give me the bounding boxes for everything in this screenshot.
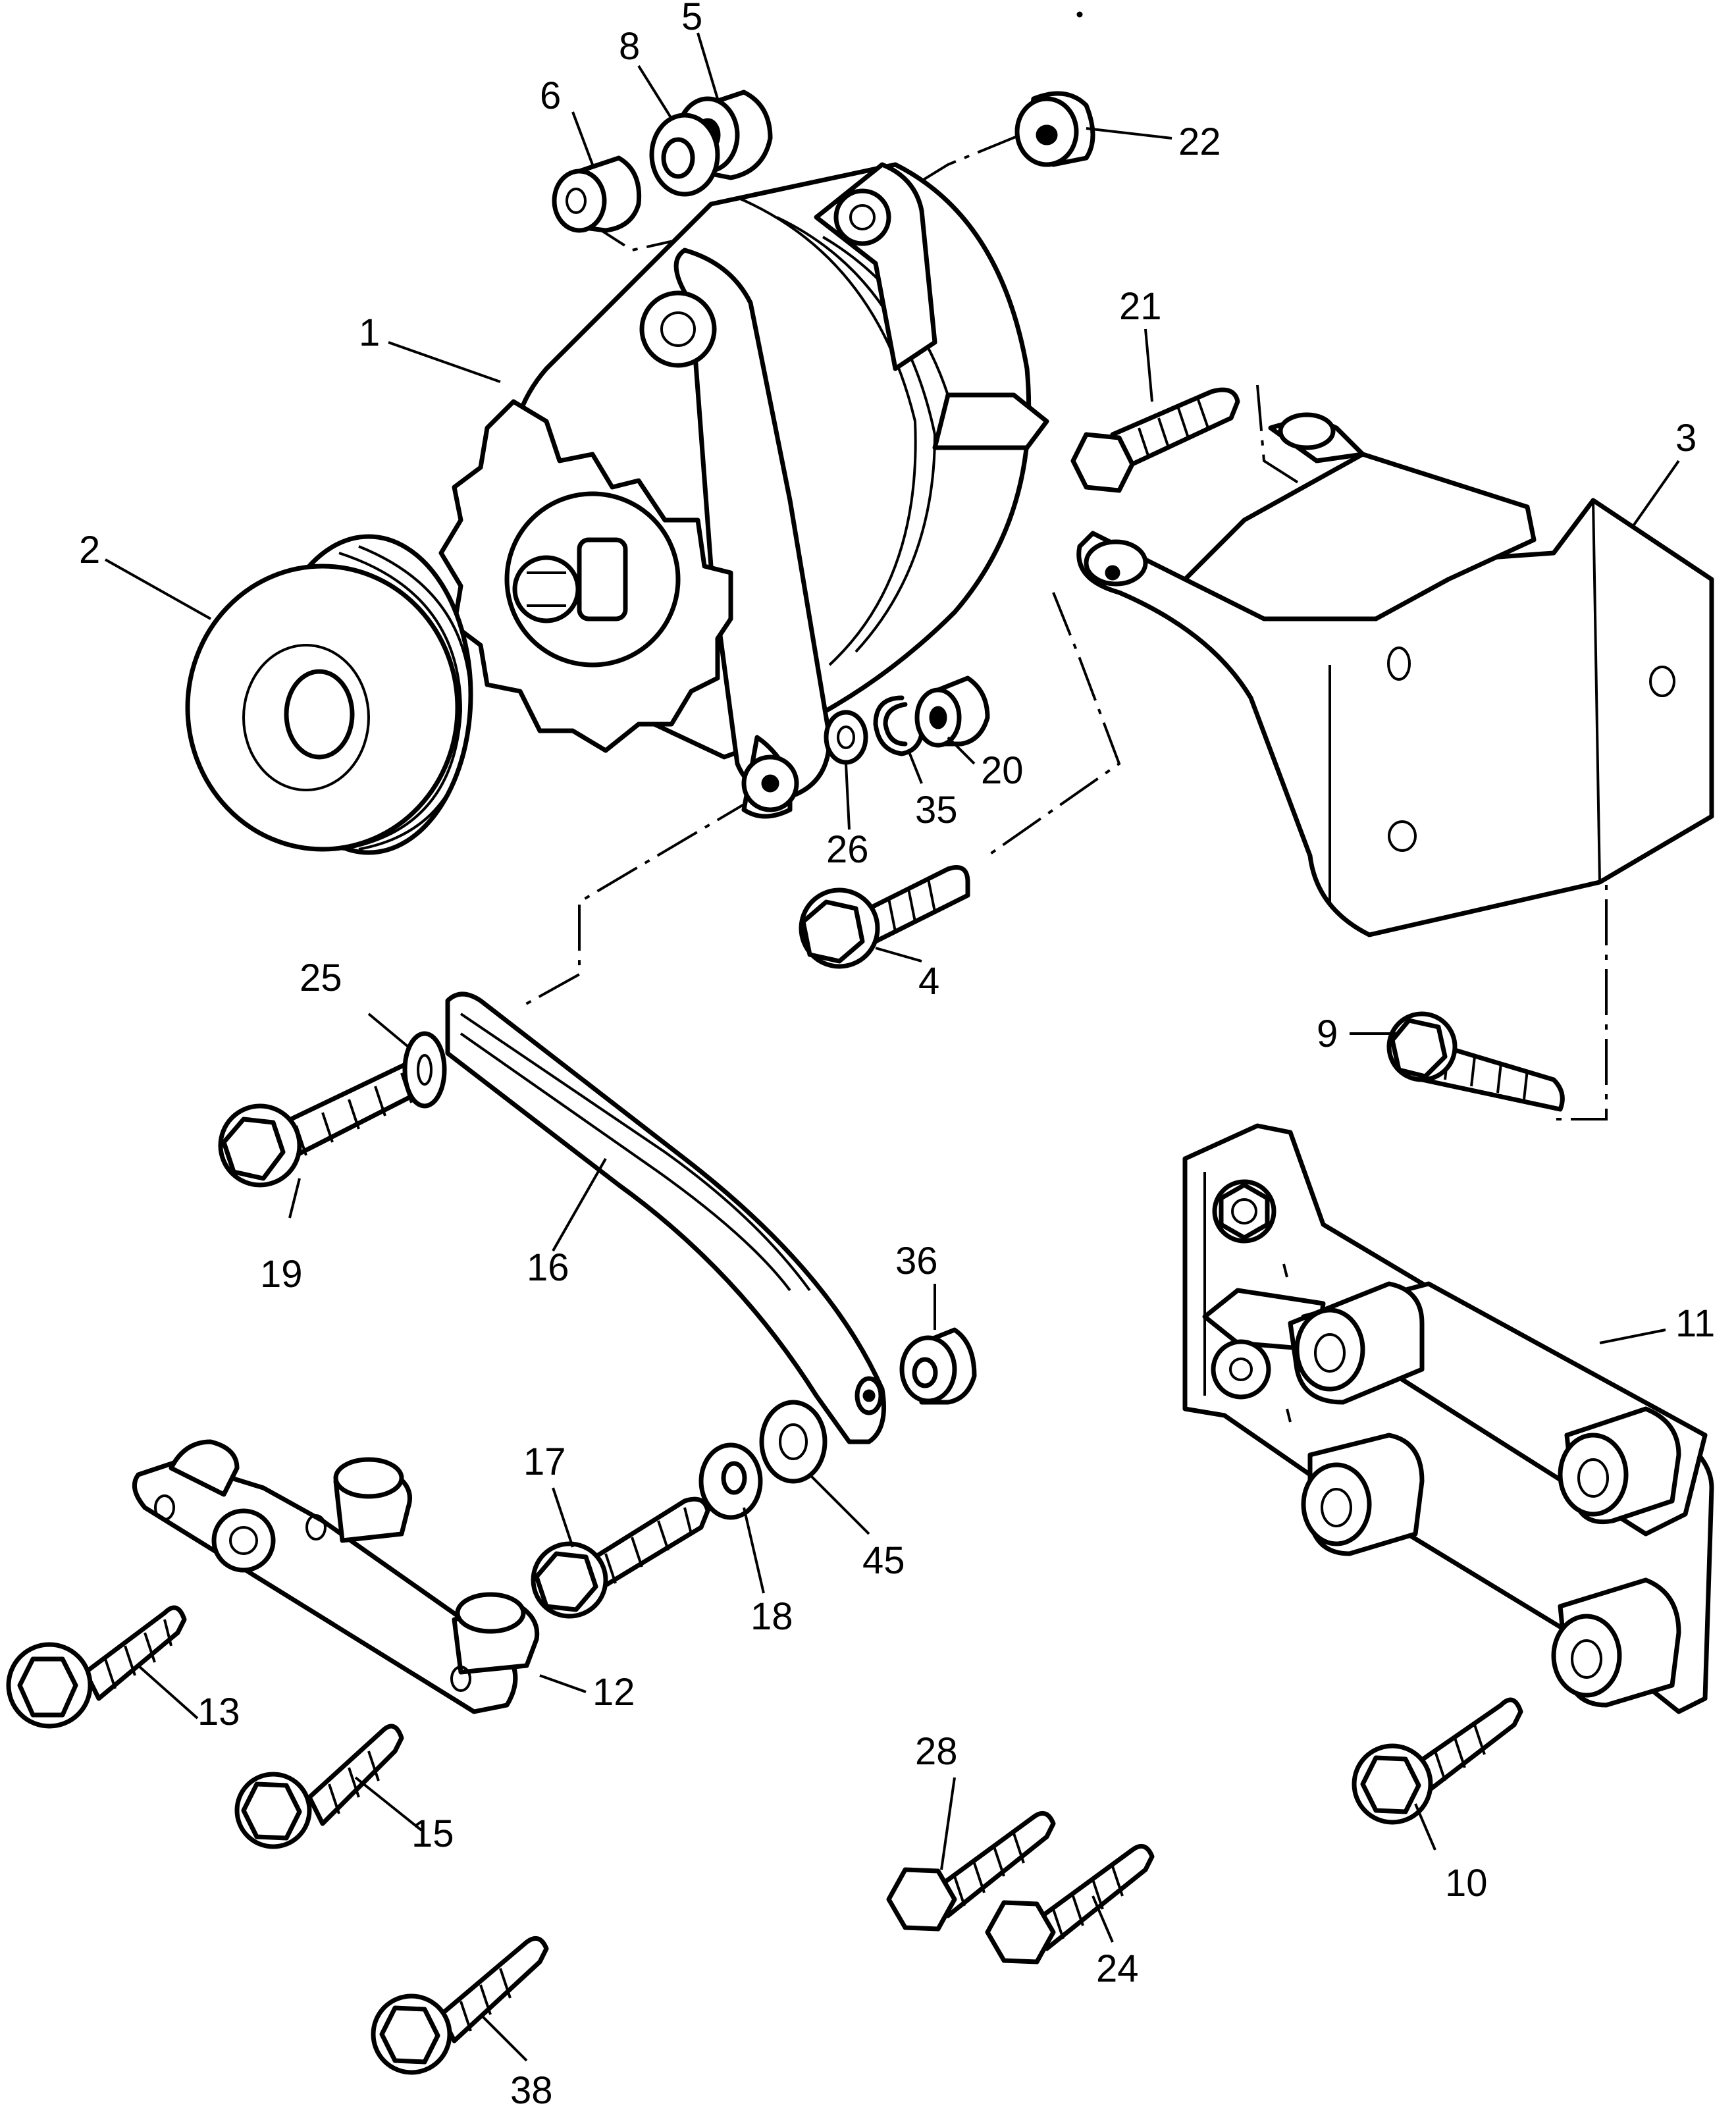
bolt-17[interactable] <box>531 1496 710 1619</box>
bolt-10[interactable] <box>1352 1697 1523 1825</box>
bolt-28[interactable] <box>886 1810 1056 1932</box>
callout-28: 28 <box>915 1730 958 1773</box>
bolt-38[interactable] <box>371 1936 549 2075</box>
adjuster-arm[interactable] <box>445 991 886 1444</box>
washer-25[interactable] <box>402 1031 447 1109</box>
washer-8[interactable] <box>649 113 720 197</box>
bolt-9[interactable] <box>1386 1011 1565 1112</box>
callout-26: 26 <box>826 828 869 871</box>
nut-36[interactable] <box>899 1327 977 1405</box>
callout-13: 13 <box>197 1691 240 1733</box>
callout-4: 4 <box>918 960 939 1003</box>
leader-lines <box>105 32 1680 2062</box>
scan-speck <box>1076 11 1083 18</box>
callout-24: 24 <box>1096 1947 1139 1990</box>
callout-36: 36 <box>895 1240 938 1282</box>
callout-11: 11 <box>1675 1302 1715 1345</box>
washer-18[interactable] <box>698 1442 763 1520</box>
bolt-21[interactable] <box>1070 387 1240 493</box>
callout-45: 45 <box>862 1539 905 1582</box>
callout-18: 18 <box>750 1595 793 1638</box>
bolt-4[interactable] <box>799 865 970 969</box>
callout-5: 5 <box>681 0 702 38</box>
spring-washer-35[interactable] <box>873 695 924 756</box>
bolt-13[interactable] <box>6 1605 187 1729</box>
callout-38: 38 <box>510 2069 553 2108</box>
callout-22: 22 <box>1178 120 1221 163</box>
washer-26[interactable] <box>824 710 868 765</box>
nut-22[interactable] <box>1014 91 1095 167</box>
callout-17: 17 <box>523 1440 566 1483</box>
callout-labels: 1 2 3 4 5 6 8 9 10 11 12 13 15 16 17 18 … <box>79 0 1715 2108</box>
bolt-15[interactable] <box>234 1724 404 1849</box>
callout-35: 35 <box>915 789 958 831</box>
alternator-bracket[interactable] <box>1076 412 1714 937</box>
callout-15: 15 <box>411 1812 454 1855</box>
nut-20[interactable] <box>914 675 990 748</box>
callout-1: 1 <box>359 311 380 354</box>
adjusting-plate[interactable] <box>132 1439 540 1714</box>
callout-12: 12 <box>592 1671 635 1714</box>
callout-25: 25 <box>300 957 342 999</box>
callout-10: 10 <box>1445 1862 1488 1905</box>
callout-9: 9 <box>1317 1013 1338 1055</box>
pulley[interactable] <box>185 534 473 855</box>
washer-45[interactable] <box>759 1400 828 1484</box>
callout-21: 21 <box>1119 285 1162 328</box>
callout-16: 16 <box>527 1246 569 1289</box>
nut-6[interactable] <box>552 155 642 233</box>
callout-20: 20 <box>981 749 1024 792</box>
mounting-plate[interactable] <box>1182 1123 1714 1714</box>
callout-6: 6 <box>540 74 561 117</box>
callout-3: 3 <box>1675 417 1697 460</box>
callout-8: 8 <box>619 25 640 68</box>
callout-19: 19 <box>260 1253 303 1296</box>
callout-2: 2 <box>79 529 100 571</box>
